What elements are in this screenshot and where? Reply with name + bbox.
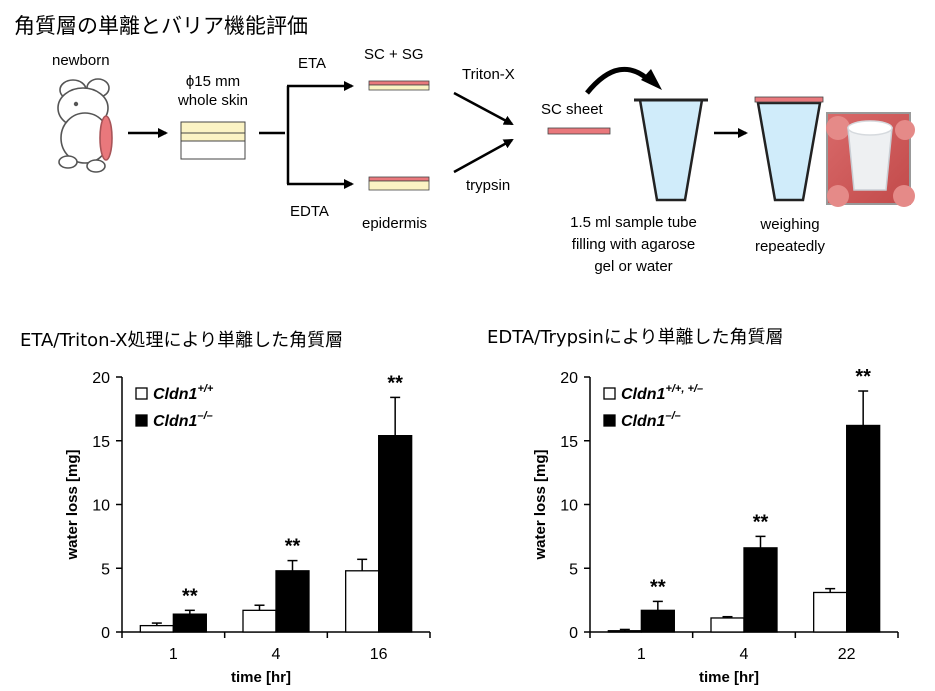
- legend-swatch: [603, 414, 616, 427]
- chart-1-title: ETA/Triton-X処理により単離した角質層: [20, 330, 344, 351]
- x-tick-label: 16: [370, 646, 388, 663]
- x-axis-label: time [hr]: [699, 669, 759, 685]
- bar: [345, 570, 380, 633]
- bar: [640, 609, 675, 633]
- y-tick-label: 5: [101, 561, 110, 578]
- bar: [172, 613, 207, 633]
- triton-label: Triton-X: [462, 66, 515, 83]
- sc-sg-strip: [368, 80, 430, 91]
- sc-sheet-label: SC sheet: [541, 101, 603, 118]
- whole-skin-disc: [180, 121, 246, 160]
- legend-swatch: [135, 387, 148, 400]
- x-tick-label: 1: [169, 646, 178, 663]
- weighing-line-2: repeatedly: [754, 238, 826, 255]
- bar: [275, 570, 310, 633]
- significance-label: **: [285, 536, 301, 558]
- sc-sg-label: SC + SG: [364, 46, 424, 63]
- y-tick-label: 20: [560, 370, 578, 387]
- whole-skin-label: whole skin: [177, 92, 249, 109]
- sample-tube-icon: [634, 98, 708, 202]
- sc-sheet-strip: [547, 127, 611, 135]
- y-tick-label: 15: [560, 434, 578, 451]
- legend-label: Cldn1+/+, +/–: [621, 383, 703, 403]
- bar: [242, 609, 277, 633]
- x-tick-label: 22: [838, 646, 856, 663]
- bar: [607, 630, 642, 633]
- chart-1: 0 5 10 15 20 water loss [mg] 1 ** 4 ** 16 ** time [h…: [64, 370, 431, 685]
- page-title: 角質層の単離とバリア機能評価: [14, 14, 308, 38]
- significance-label: **: [650, 576, 666, 598]
- bar: [813, 591, 848, 633]
- x-tick-label: 4: [740, 646, 749, 663]
- significance-label: **: [387, 372, 403, 394]
- x-tick-label: 4: [272, 646, 281, 663]
- bar: [139, 624, 174, 633]
- weighing-line-1: weighing: [760, 216, 820, 233]
- y-tick-label: 10: [92, 498, 110, 515]
- epidermis-label: epidermis: [362, 215, 428, 232]
- significance-label: **: [182, 585, 198, 607]
- weighed-tube-icon: [754, 96, 824, 202]
- legend-swatch: [135, 414, 148, 427]
- y-tick-label: 5: [569, 561, 578, 578]
- y-tick-label: 15: [92, 434, 110, 451]
- chart-2: 0 5 10 15 20 water loss [mg] 1 ** 4 ** 22 ** time [h…: [532, 366, 899, 685]
- y-tick-label: 10: [560, 498, 578, 515]
- bar: [846, 424, 881, 633]
- newborn-mouse-illustration: [57, 78, 113, 173]
- y-axis-label: water loss [mg]: [64, 449, 81, 560]
- tube-desc-line-2: filling with agarose: [571, 236, 696, 253]
- skin-size-label: ϕ15 mm: [185, 73, 241, 90]
- bar: [710, 617, 745, 633]
- newborn-label: newborn: [52, 52, 110, 69]
- y-tick-label: 20: [92, 370, 110, 387]
- edta-label: EDTA: [290, 203, 329, 220]
- y-tick-label: 0: [569, 625, 578, 642]
- significance-label: **: [753, 511, 769, 533]
- y-tick-label: 0: [101, 625, 110, 642]
- x-tick-label: 1: [637, 646, 646, 663]
- chart-2-title: EDTA/Trypsinにより単離した角質層: [487, 327, 784, 348]
- significance-label: **: [855, 366, 871, 388]
- legend-label: Cldn1+/+: [153, 383, 214, 403]
- x-axis-label: time [hr]: [231, 669, 291, 685]
- eta-label: ETA: [298, 55, 327, 72]
- tube-desc-line-1: 1.5 ml sample tube: [570, 214, 697, 231]
- legend-label: Cldn1–/–: [621, 410, 681, 430]
- trypsin-label: trypsin: [466, 177, 511, 194]
- tube-desc-line-3: gel or water: [594, 258, 673, 275]
- bar: [743, 547, 778, 633]
- bar: [378, 435, 413, 633]
- epidermis-strip: [368, 176, 430, 191]
- legend-swatch: [603, 387, 616, 400]
- y-axis-label: water loss [mg]: [532, 449, 549, 560]
- curved-arrow-icon: [585, 66, 653, 95]
- tube-photo: [826, 112, 915, 207]
- isolation-diagram: [57, 66, 915, 207]
- legend-label: Cldn1–/–: [153, 410, 213, 430]
